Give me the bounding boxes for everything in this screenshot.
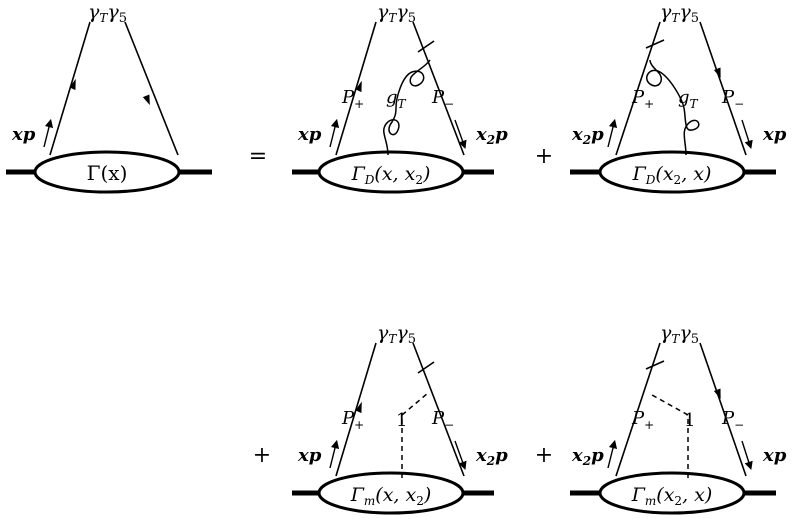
blob-m1-label: Γm(x, x2) [350,484,432,508]
svg-text:P+: P+ [631,87,654,111]
blob-lhs [33,150,181,194]
blob-d2-label: ΓD(x2, x) [632,163,712,187]
plus-sign: + [535,144,553,169]
svg-text:γTγ5: γTγ5 [660,322,699,347]
blob-m2-label: Γm(x2, x) [631,484,713,508]
svg-text:P−: P− [431,408,454,432]
momentum-arrow-icon [43,118,54,148]
svg-text:γTγ5: γTγ5 [377,1,416,26]
cut-mark [417,40,435,53]
arrow-up-icon [69,78,76,91]
gluon-line [646,59,700,156]
blob-d2 [598,150,746,194]
quark-line-right [412,21,465,156]
svg-text:xp: xp [762,445,787,466]
svg-text:γTγ5: γTγ5 [660,1,699,26]
diagram-lhs: Γ(x) γTγ5 xp [6,1,212,194]
vertex-label-lhs: γTγ5 [88,1,127,26]
svg-text:x2p: x2p [475,445,508,468]
diagram-m1: Γm(x, x2) γTγ5 P+ 1 P− xp x2p [292,322,508,515]
blob-m2 [598,471,746,515]
svg-text:xp: xp [762,124,787,145]
svg-text:gT: gT [386,87,407,111]
svg-text:P−: P− [431,87,454,111]
arrow-down-icon [713,388,721,400]
svg-text:γTγ5: γTγ5 [377,322,416,347]
blob-m1 [317,471,465,515]
svg-text:x2p: x2p [475,124,508,147]
blob-d1 [317,150,465,194]
svg-text:P−: P− [721,87,744,111]
equals-sign: = [249,144,267,169]
quark-line-right [124,21,179,156]
scalar-line [401,392,429,478]
diagram-d2: ΓD(x2, x) γTγ5 P+ gT P− x2p xp [570,1,787,194]
scalar-label: 1 [396,410,407,431]
quark-line-left [335,21,377,156]
svg-text:P+: P+ [631,408,654,432]
blob-lhs-label: Γ(x) [87,161,128,185]
gluon-line [383,59,431,156]
arrow-up-icon [355,80,362,93]
diagram-d1: ΓD(x, x2) γTγ5 P+ gT P− xp x2p [292,1,508,194]
svg-text:xp: xp [297,445,322,466]
plus-sign-row2: + [253,443,271,468]
svg-text:x2p: x2p [571,445,604,468]
arrow-down-icon [142,94,150,106]
svg-text:x2p: x2p [571,124,604,147]
diagram-m2: Γm(x2, x) γTγ5 P+ 1 P− x2p xp [570,322,787,515]
svg-text:1: 1 [684,410,695,431]
momentum-label-xp: xp [11,124,36,145]
scalar-line [651,394,689,478]
plus-sign-row2b: + [535,443,553,468]
svg-text:gT: gT [678,87,699,111]
svg-text:P−: P− [721,408,744,432]
arrow-down-icon [713,67,721,79]
svg-text:xp: xp [297,124,322,145]
arrow-up-icon [355,401,362,414]
quark-line-left [49,21,91,156]
